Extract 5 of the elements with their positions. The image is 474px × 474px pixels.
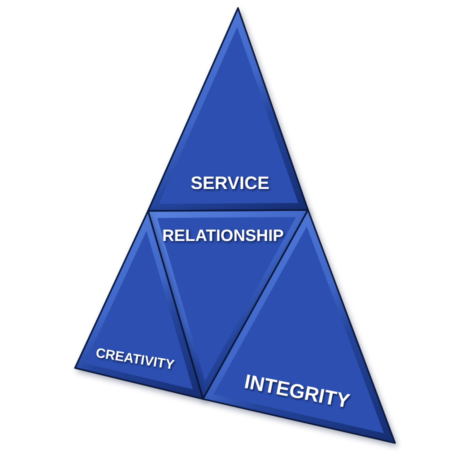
triangle-segment xyxy=(148,8,308,211)
segment-label: CREATIVITY xyxy=(94,346,176,372)
segment-label: RELATIONSHIP xyxy=(162,228,284,244)
segment-label: INTEGRITY xyxy=(242,372,352,412)
segment-label: SERVICE xyxy=(190,174,270,192)
